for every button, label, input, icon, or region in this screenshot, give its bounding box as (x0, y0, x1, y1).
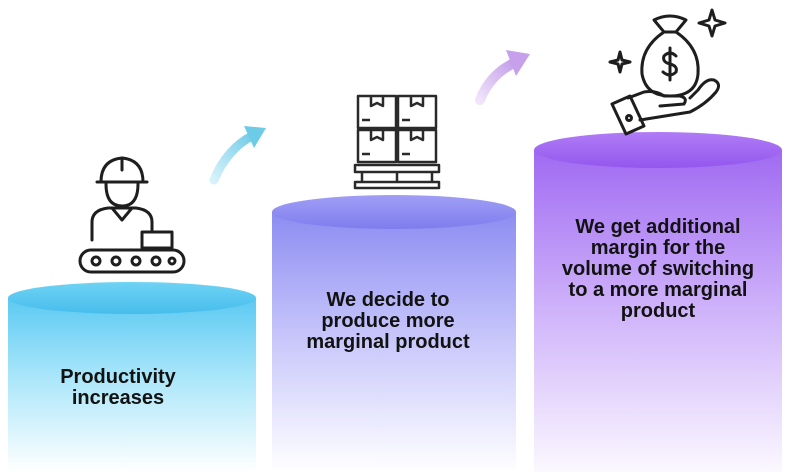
step-3-cylinder (534, 132, 782, 472)
step-3-label-line: product (620, 300, 696, 322)
worker-conveyor-icon (78, 156, 186, 274)
step-2-label-line: marginal product (306, 331, 470, 353)
step-2-label-line: We decide to (326, 289, 450, 311)
step-arrow-2-icon (475, 50, 530, 105)
step-1-label: Productivity increases (20, 367, 216, 409)
step-arrow-1-icon (209, 126, 266, 185)
boxes-pallet-icon (353, 94, 441, 190)
step-3-label-line: volume of switching (561, 258, 755, 280)
step-1-cylinder (8, 282, 256, 472)
step-3-label-line: margin for the (590, 237, 726, 259)
step-2-label: We decide to produce more marginal produ… (292, 290, 484, 353)
step-3-label: We get additional margin for the volume … (550, 217, 766, 322)
step-1-label-line: increases (71, 387, 165, 409)
step-2-label-line: produce more (321, 310, 455, 332)
step-3-label-line: We get additional (575, 216, 741, 238)
step-2-cylinder (272, 195, 516, 472)
step-1-label-line: Productivity (60, 366, 176, 388)
step-3-label-line: to a more marginal (568, 279, 748, 301)
money-bag-hand-icon (608, 8, 727, 136)
